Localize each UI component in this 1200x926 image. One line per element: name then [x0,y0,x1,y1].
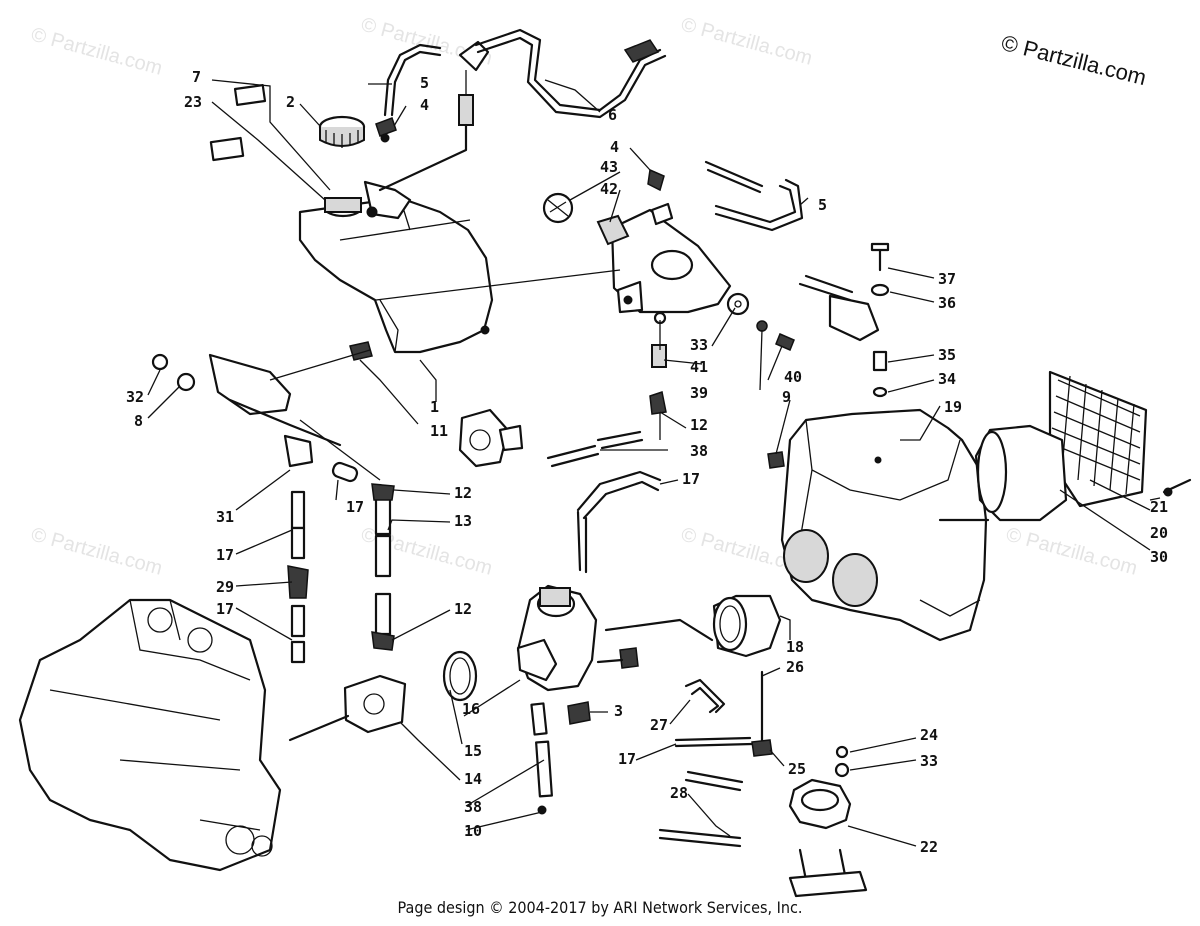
callout-16: 16 [462,700,480,718]
callout-17-a: 17 [346,498,364,516]
callout-25: 25 [788,760,806,778]
callout-12-b: 12 [454,600,472,618]
watermark: © Partzilla.com [29,24,165,80]
watermark: © Partzilla.com [1004,524,1140,580]
carburetor [288,470,662,815]
callout-28: 28 [670,784,688,802]
callout-39: 39 [690,384,708,402]
callout-21: 21 [1150,498,1168,516]
lower-assembly [658,670,868,898]
callout-41: 41 [690,358,708,376]
callout-18: 18 [786,638,804,656]
callout-8: 8 [134,412,143,430]
callout-9: 9 [782,388,791,406]
left-fuel-line [151,353,395,664]
leader-lines [147,79,1161,847]
callout-30: 30 [1150,548,1168,566]
callout-24: 24 [920,726,938,744]
callout-36: 36 [938,294,956,312]
airbox [780,408,988,642]
callout-29: 29 [216,578,234,596]
callout-10: 10 [464,822,482,840]
callout-17-d: 17 [216,600,234,618]
hose-right [647,160,804,232]
callout-40: 40 [784,368,802,386]
vent-hose [375,43,442,143]
callout-12-pump: 12 [690,416,708,434]
callout-12-a: 12 [454,484,472,502]
callout-33: 33 [690,336,708,354]
engine [18,598,282,872]
callout-17-b: 17 [682,470,700,488]
callout-38-pump: 38 [690,442,708,460]
callout-6: 6 [608,106,617,124]
callout-38-bottom: 38 [464,798,482,816]
callout-32: 32 [126,388,144,406]
callout-17-c: 17 [216,546,234,564]
callout-1: 1 [430,398,439,416]
oil-sensor-wire [378,28,667,192]
callout-15: 15 [464,742,482,760]
watermark: © Partzilla.com [679,14,815,70]
tank-cap [318,115,366,148]
callouts: 7 23 2 5 4 6 4 43 42 5 1 11 32 8 33 41 3… [126,68,1168,856]
screen [938,370,1192,522]
callout-22: 22 [920,838,938,856]
callout-26: 26 [786,658,804,676]
callout-34: 34 [938,370,956,388]
callout-17-e: 17 [618,750,636,768]
callout-7: 7 [192,68,201,86]
callout-3: 3 [614,702,623,720]
decals [209,84,267,162]
callout-43: 43 [600,158,618,176]
callout-11: 11 [430,422,448,440]
callout-31: 31 [216,508,234,526]
callout-33-bottom: 33 [920,752,938,770]
callout-13: 13 [454,512,472,530]
callout-19: 19 [944,398,962,416]
callout-23: 23 [184,93,202,111]
callout-5: 5 [420,74,429,92]
intake-boot [604,594,782,658]
assembly-lines [269,269,661,481]
callout-42: 42 [600,180,618,198]
airbox-hardware [767,242,890,469]
callout-5-right: 5 [818,196,827,214]
callout-35: 35 [938,346,956,364]
callout-14: 14 [464,770,482,788]
small-hardware [726,292,795,351]
callout-2: 2 [286,93,295,111]
callout-4: 4 [420,96,429,114]
callout-27: 27 [650,716,668,734]
callout-4-right: 4 [610,138,619,156]
watermark: © Partzilla.com [29,524,165,580]
oil-tank [298,180,494,354]
callout-37: 37 [938,270,956,288]
fuel-pump [349,341,667,468]
callout-20: 20 [1150,524,1168,542]
page-footer: Page design © 2004-2017 by ARI Network S… [397,898,803,917]
